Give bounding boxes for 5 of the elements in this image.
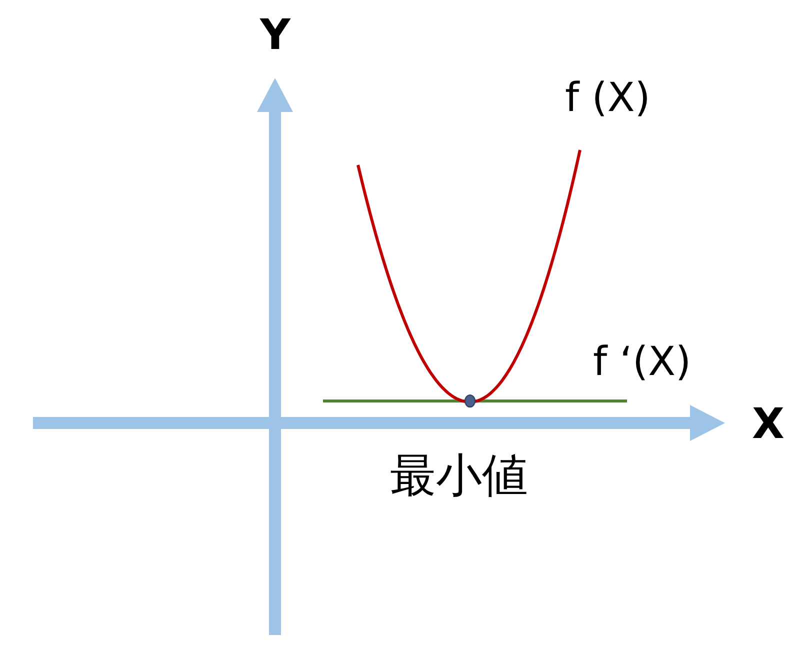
minimum-label: 最小値	[390, 452, 528, 498]
derivative-label: f ‘(X)	[593, 342, 692, 382]
function-label: f (X)	[565, 78, 650, 118]
axis-label: Y	[260, 14, 290, 56]
axis-label: X	[752, 403, 784, 445]
